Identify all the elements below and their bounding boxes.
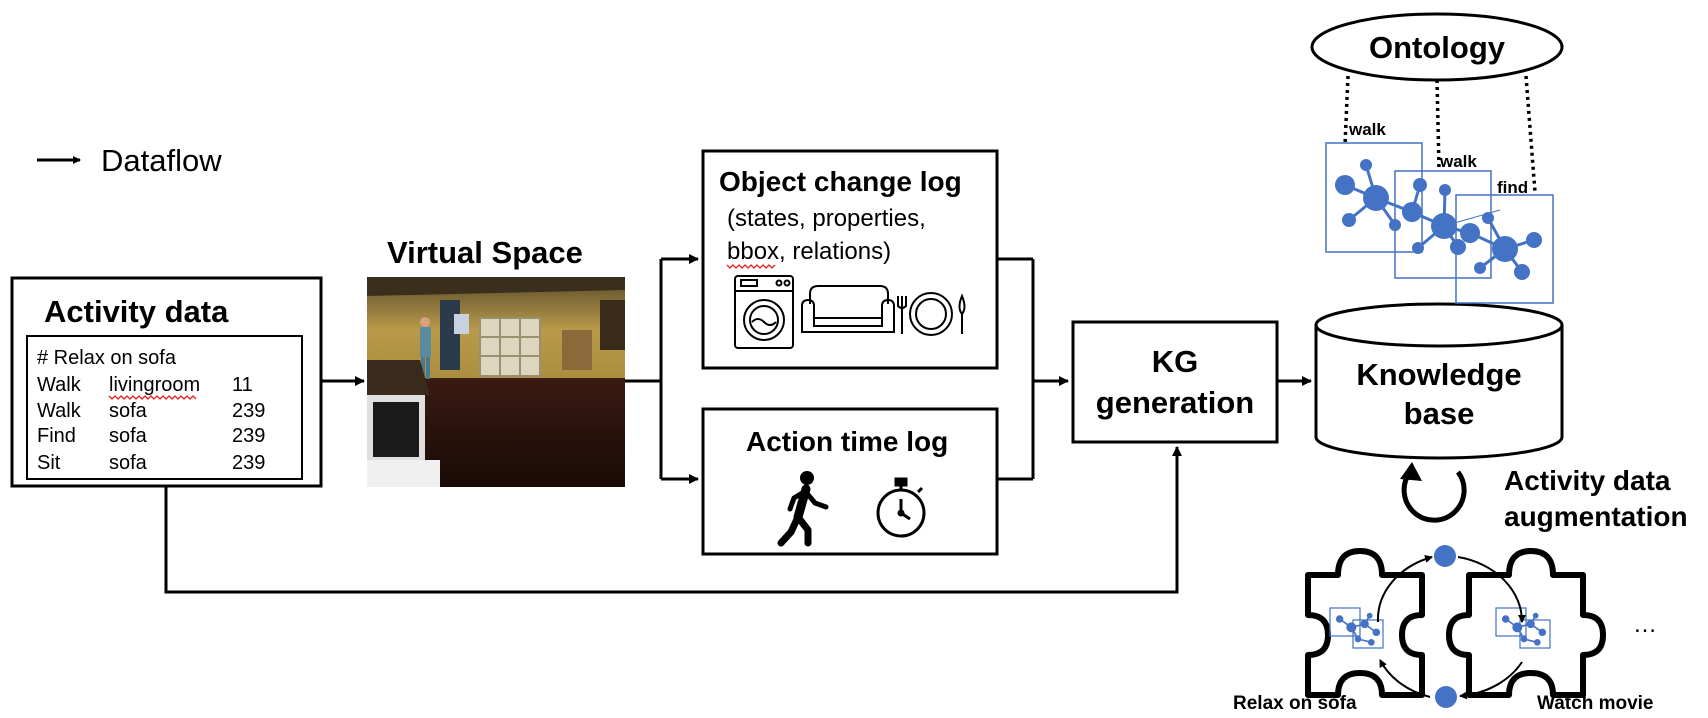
legend-label: Dataflow [101,143,222,178]
script-id: 239 [232,425,265,447]
virtual-space-title: Virtual Space [387,235,583,270]
puzzle-label-watch: Watch movie [1537,693,1654,714]
script-id: 239 [232,400,265,422]
knowledge-base-line1: Knowledge [1356,357,1521,392]
mini-graph [1329,607,1551,649]
script-action: Find [37,425,76,447]
script-action: Sit [37,452,61,474]
object-change-log-title: Object change log [719,166,962,197]
door [440,300,460,370]
script-header: # Relax on sofa [37,347,177,369]
kg-generation-box: KG generation [1071,320,1279,444]
script-object: sofa [109,400,148,422]
legend: Dataflow [37,143,222,178]
graph-label: walk [1348,120,1386,139]
script-panel [26,335,303,480]
activity-data-box: Activity data # Relax on sofa Walk livin… [10,276,323,488]
object-change-log-subtitle-2: bbox, relations) [727,238,891,265]
action-time-log-box: Action time log [701,407,999,556]
script-rows: Walk livingroom 11 Walk sofa 239 Find so… [37,374,265,474]
activity-bypass-connector [164,446,1182,594]
script-object: sofa [109,452,148,474]
object-change-log-box: Object change log (states, properties, b… [701,149,999,370]
script-action: Walk [37,374,82,396]
knowledge-graph: walk walk find [1325,120,1554,304]
more-ellipsis: … [1633,611,1657,638]
boxes [562,330,592,370]
puzzle-label-relax: Relax on sofa [1233,693,1357,714]
spellcheck-underline [108,395,197,400]
ring-node [1434,545,1456,567]
augmentation-label-line2: augmentation [1504,501,1688,532]
walking-person-icon [777,471,829,547]
table [367,360,430,400]
kg-generation-line2: generation [1096,385,1254,420]
knowledge-base-line2: base [1404,396,1475,431]
script-id: 239 [232,452,265,474]
object-change-log-subtitle: (states, properties, [727,205,926,232]
script-object: sofa [109,425,148,447]
character [420,317,430,327]
spellcheck-underline [726,264,776,269]
refresh-cycle-icon [1400,462,1467,523]
augmentation-ring [1376,555,1527,700]
script-action: Walk [37,400,82,422]
shelf [479,317,541,377]
graph-label: walk [1439,152,1477,171]
plate-cutlery-icon [897,292,966,336]
script-object: livingroom [109,374,200,396]
graph-frame [1325,142,1423,253]
washing-machine-icon [734,275,794,349]
kg-generation-line1: KG [1152,344,1199,379]
virtual-space-render [367,277,625,487]
action-time-log-title: Action time log [746,426,948,457]
script-id: 11 [232,374,253,396]
knowledge-base-cylinder: Knowledge base [1314,302,1564,460]
activity-data-title: Activity data [44,294,229,329]
augmentation-label-line1: Activity data [1504,465,1671,496]
stopwatch-icon [876,477,926,538]
ring-node [1435,686,1457,708]
sofa-icon [801,285,895,333]
ontology-title: Ontology [1369,30,1506,65]
split-connector [625,254,699,484]
ontology-ellipse: Ontology [1310,12,1564,82]
graph-label: find [1497,178,1528,197]
merge-connector [997,257,1069,481]
ontology-links [1343,75,1537,193]
